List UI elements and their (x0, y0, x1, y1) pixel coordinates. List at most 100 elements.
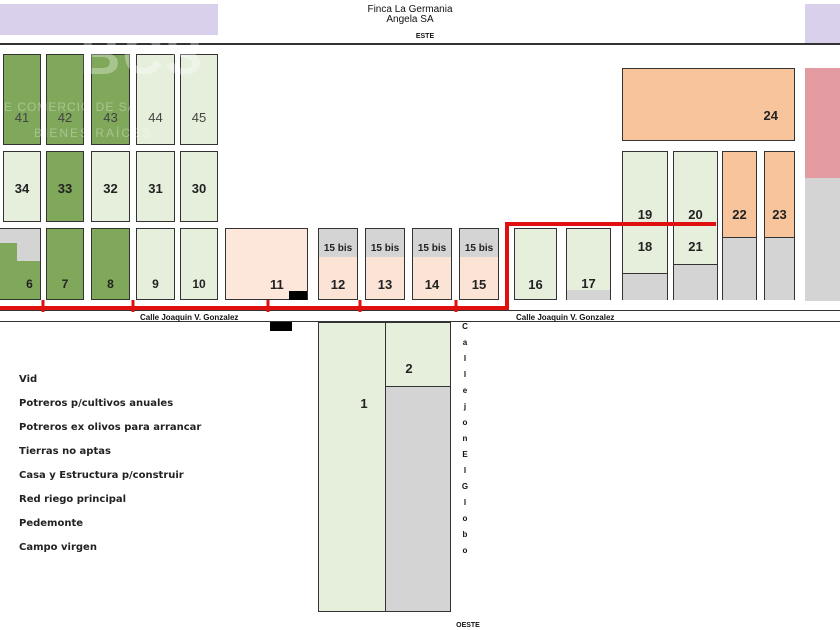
lot-14-label: 14 (424, 277, 440, 292)
callejon-char-8: n (462, 434, 468, 443)
lavender-bar-left (0, 4, 218, 35)
lot-33-label: 33 (57, 181, 73, 196)
map-title: Finca La Germania Angela SA (330, 5, 490, 25)
lot-31[interactable]: 31 (136, 151, 175, 222)
lot-24[interactable]: 24 (622, 68, 795, 141)
lot-12-bis-band (319, 229, 357, 257)
lot-19-label: 19 (637, 207, 653, 222)
lot-22[interactable]: 22 (722, 151, 757, 300)
compass-este: ESTE (415, 33, 435, 40)
lot-12[interactable]: 15 bis 12 (318, 228, 358, 300)
lot-43[interactable]: 43 (91, 54, 130, 145)
legend-red-riego: Red riego principal (19, 494, 127, 505)
lot-43-label: 43 (103, 110, 118, 125)
lot-13-bis-label: 15 bis (370, 243, 400, 254)
lot-23-grey-area (765, 237, 794, 300)
lavender-bar-right (805, 4, 840, 44)
lot-9[interactable]: 9 (136, 228, 175, 300)
lot-12-bis-label: 15 bis (323, 243, 353, 254)
compass-oeste: OESTE (456, 622, 480, 629)
street-label-right: Calle Joaquin V. Gonzalez (516, 313, 615, 322)
top-boundary-line (0, 43, 840, 45)
lot-6[interactable]: 6 (0, 228, 41, 300)
lot-41[interactable]: 41 (3, 54, 41, 145)
title-line-1: Finca La Germania (367, 4, 453, 15)
callejon-char-2: a (462, 338, 468, 347)
lot-13[interactable]: 15 bis 13 (365, 228, 405, 300)
lot-20-label: 20 (688, 207, 703, 222)
lot-45-label: 45 (191, 110, 207, 125)
lot-42-label: 42 (57, 110, 73, 125)
callejon-char-7: o (462, 418, 468, 427)
callejon-char-13: o (462, 514, 468, 523)
lot-44-label: 44 (148, 110, 163, 125)
house-structure-marker-2 (270, 322, 292, 331)
lot-12-label: 12 (330, 277, 346, 292)
pedemonte-area (805, 68, 840, 178)
lot-34[interactable]: 34 (3, 151, 41, 222)
lot-18-grey-area (623, 273, 667, 300)
callejon-char-9: E (462, 450, 468, 459)
legend-vid: Vid (19, 374, 38, 385)
lot-33[interactable]: 33 (46, 151, 84, 222)
lot-9-label: 9 (152, 277, 159, 291)
legend-pedemonte: Pedemonte (19, 518, 84, 529)
legend-campo-virgen: Campo virgen (19, 542, 97, 553)
callejon-char-6: j (463, 402, 467, 411)
callejon-char-10: l (463, 466, 467, 475)
lot-16[interactable]: 16 (514, 228, 557, 300)
lot-10-label: 10 (192, 277, 206, 291)
lot-6-label: 6 (26, 277, 33, 291)
lot-23[interactable]: 23 (764, 151, 795, 300)
lot-23-label: 23 (772, 207, 787, 222)
callejon-char-3: l (463, 354, 467, 363)
lot-7-label: 7 (61, 277, 69, 291)
lot-42[interactable]: 42 (46, 54, 84, 145)
lot-34-label: 34 (14, 181, 30, 196)
lot-2-green-area (386, 323, 450, 387)
title-line-2: Angela SA (386, 14, 434, 25)
lot-30-label: 30 (191, 181, 207, 196)
lot-1-label: 1 (360, 396, 368, 411)
lot-45[interactable]: 45 (180, 54, 218, 145)
callejon-char-11: G (461, 482, 469, 491)
legend-casa-estructura: Casa y Estructura p/construir (19, 470, 184, 481)
lot-1[interactable]: 1 (318, 322, 386, 612)
callejon-char-14: b (462, 530, 468, 539)
legend-tierras-no-aptas: Tierras no aptas (19, 446, 111, 457)
lot-41-label: 41 (14, 110, 30, 125)
lot-14-bis-label: 15 bis (417, 243, 447, 254)
lot-44[interactable]: 44 (136, 54, 175, 145)
lot-11[interactable]: 11 (225, 228, 308, 300)
lot-14[interactable]: 15 bis 14 (412, 228, 452, 300)
lot-8[interactable]: 8 (91, 228, 130, 300)
lot-15-label: 15 (471, 277, 487, 292)
lot-16-label: 16 (528, 277, 543, 292)
lot-15-bis-label: 15 bis (464, 243, 494, 254)
lot-30[interactable]: 30 (180, 151, 218, 222)
irrigation-main-line (0, 222, 716, 310)
callejon-char-5: e (462, 386, 468, 395)
lot-32[interactable]: 32 (91, 151, 130, 222)
street-line-upper (0, 310, 840, 311)
lot-18-label: 18 (637, 239, 653, 254)
lot-2-label: 2 (405, 361, 413, 376)
lot-10[interactable]: 10 (180, 228, 218, 300)
street-line-lower (0, 321, 840, 322)
callejon-char-15: o (462, 546, 468, 555)
lot-21-grey-area (674, 264, 717, 300)
lot-8-label: 8 (107, 277, 114, 291)
lot-15-bis-band (460, 229, 498, 257)
campo-virgen-area (805, 178, 840, 301)
lot-13-label: 13 (377, 277, 393, 292)
callejon-char-1: C (462, 322, 468, 331)
lot-7[interactable]: 7 (46, 228, 84, 300)
lot-15[interactable]: 15 bis 15 (459, 228, 499, 300)
lot-17-label: 17 (581, 276, 596, 291)
callejon-char-12: l (463, 498, 467, 507)
lot-2[interactable]: 2 (385, 322, 451, 612)
lot-17[interactable]: 17 (566, 228, 611, 300)
lot-22-label: 22 (732, 207, 747, 222)
lot-24-label: 24 (763, 108, 778, 123)
